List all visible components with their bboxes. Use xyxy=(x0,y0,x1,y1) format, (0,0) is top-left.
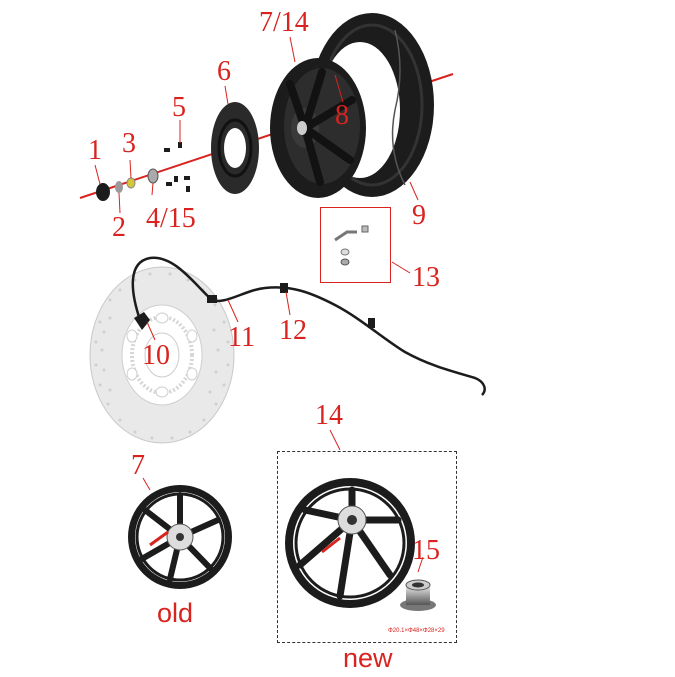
new-wheel xyxy=(285,478,415,608)
abs-cable xyxy=(131,256,486,396)
spacer-15 xyxy=(400,579,436,611)
label-6: 6 xyxy=(217,56,231,87)
label-7: 7 xyxy=(131,450,145,481)
label-10: 10 xyxy=(142,340,170,371)
label-1: 1 xyxy=(88,135,102,166)
brake-disc-small xyxy=(211,102,259,194)
valve-parts xyxy=(334,225,369,266)
caption-old: old xyxy=(157,598,194,628)
caption-new: new xyxy=(343,643,393,673)
label-5: 5 xyxy=(172,92,186,123)
leader-lines xyxy=(94,36,424,573)
label-2: 2 xyxy=(112,212,126,243)
new-wheel-box xyxy=(277,451,457,643)
valve-kit-box xyxy=(320,207,391,283)
label-14: 14 xyxy=(315,400,343,431)
label-11: 11 xyxy=(228,322,255,353)
spacer-dimensions: Φ20.1×Φ48×Φ28×29 xyxy=(388,628,445,634)
label-9: 9 xyxy=(412,200,426,231)
label-15: 15 xyxy=(412,535,440,566)
label-12: 12 xyxy=(279,315,307,346)
label-3: 3 xyxy=(122,128,136,159)
label-7-14: 7/14 xyxy=(259,7,309,38)
wheel-rim xyxy=(270,58,366,198)
old-wheel xyxy=(128,485,232,589)
label-13: 13 xyxy=(412,262,440,293)
brake-disc-large xyxy=(89,266,235,444)
label-8: 8 xyxy=(335,100,349,131)
label-4-15: 4/15 xyxy=(146,203,196,234)
axle-hardware xyxy=(96,142,190,201)
